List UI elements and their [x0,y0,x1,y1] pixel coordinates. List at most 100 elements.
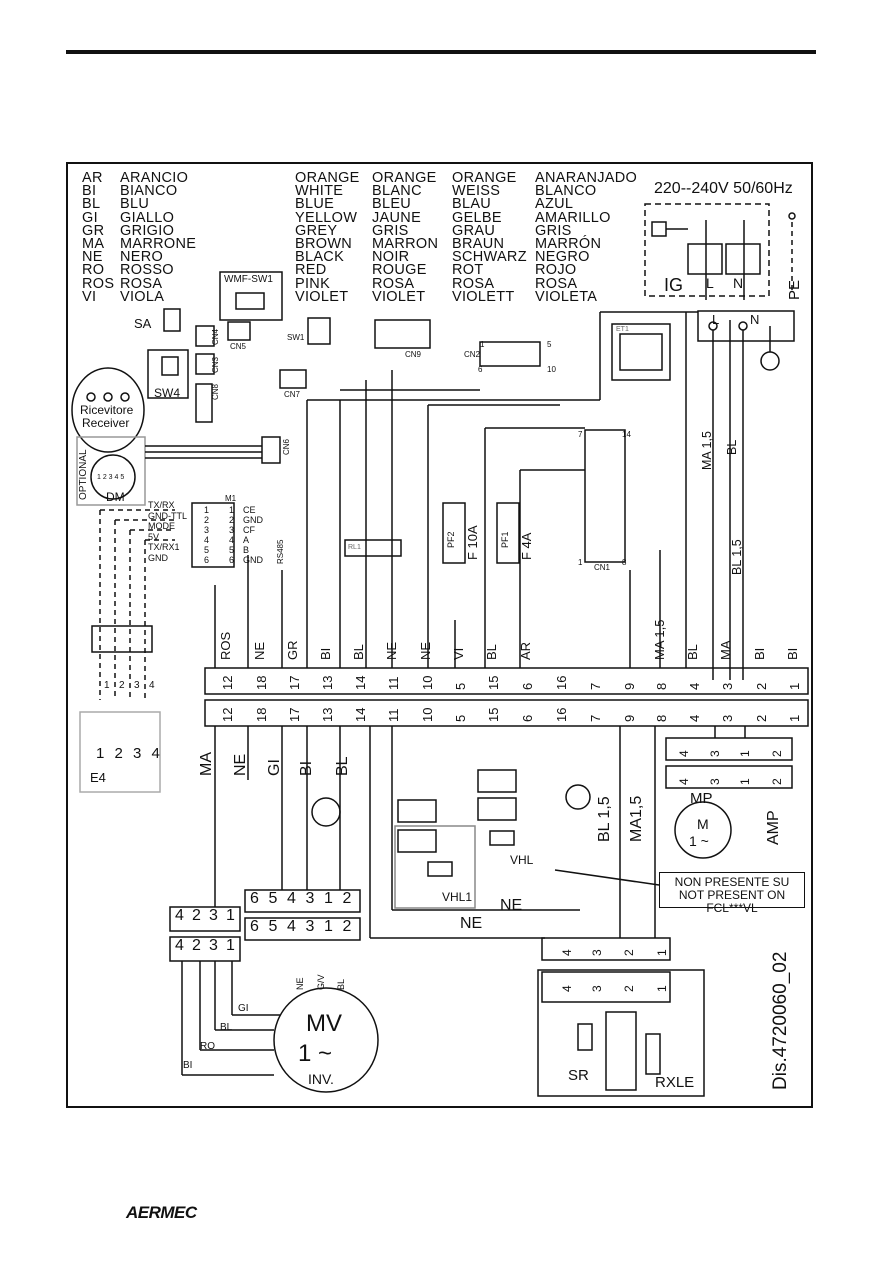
terminal-number: 15 [486,707,501,722]
terminal-number: 1 [787,714,802,722]
rs485-label: RS485 [276,539,285,564]
mv-top-pin: 1 [324,918,333,935]
mp-motor [674,801,732,859]
cn2-pin-1: 1 [480,340,485,349]
legend-french-entry: BLEU [372,196,412,213]
mv-wire-gi: GI [238,1003,249,1014]
cn8-connector [195,383,213,423]
sr-pin: 4 [560,949,574,956]
terminal-number: 7 [588,714,603,722]
legend-german-entry: BLAU [452,196,492,213]
e4-clamp [91,625,153,653]
legend-english-entry: GREY [295,222,338,239]
terminal-number: 3 [720,682,735,690]
terminal-number: 17 [287,675,302,690]
m1-pin-right: 4 [229,535,235,545]
legend-codes-entry: BL [82,196,101,213]
cn1-pin-8: 8 [622,558,627,567]
mv-top-pin: 4 [287,890,296,907]
terminal-number: 5 [453,714,468,722]
m1-pin: 5 [204,545,210,555]
terminal-number: 13 [320,707,335,722]
terminal-number: 9 [622,714,637,722]
e4-dash-pin: 3 [134,680,140,691]
pf2-label: PF2 [446,531,456,548]
cn2-label: CN2 [464,350,481,359]
legend-italian-entry: BIANCO [120,183,178,200]
mv-wire-gv: G/V [316,974,326,990]
terminal-number: 16 [554,675,569,690]
mv-phase: 1 ~ [298,1040,333,1067]
legend-french-entry: VIOLET [372,288,426,305]
legend-spanish-entry: NEGRO [535,249,590,266]
wmf-label: WMF-SW1 [224,274,273,285]
m1-pin: 3 [204,525,210,535]
legend-codes-entry: MA [82,235,105,252]
cn2-pin-10: 10 [547,365,556,374]
mv-block-pin: 4 [175,937,184,954]
sr-strip [605,1011,637,1091]
m1-right-label: GND [243,555,263,565]
vhl1-relay-top [397,799,437,823]
switch-pole-l [687,243,723,275]
legend-italian-entry: MARRONE [120,235,197,252]
wire-ne-b: NE [460,915,483,932]
terminal-wire-label: BL [685,644,700,660]
sr-sensor [577,1023,593,1051]
cn6-label: CN6 [282,438,291,455]
vhl1-label: VHL1 [442,890,473,904]
m1-left-label: MODE [148,521,175,531]
legend-german-entry: ROSA [452,275,495,292]
legend-codes-entry: RO [82,262,105,279]
sr-pin: 3 [590,985,604,992]
e4-label: E4 [90,770,106,785]
sr-terminal-top [541,937,671,961]
cn6-connector [261,436,281,464]
wire-bl15-mid: BL 1,5 [730,539,744,575]
mv-top-pin: 5 [268,890,278,907]
mp-pin: 2 [770,778,784,785]
dm-pins: 1 2 3 4 5 [97,474,125,481]
receiver-body [71,367,145,453]
f4a-label: F 4A [519,532,534,560]
cn9-label: CN9 [405,350,422,359]
cn7-connector [279,369,307,389]
m1-pin-right: 2 [229,515,235,525]
m1-label: M1 [225,494,237,503]
pf2-fuse [442,502,466,564]
terminal-wire-label: BI [752,647,767,660]
mp-label: MP [690,790,713,807]
supply-voltage: 220--240V 50/60Hz [654,180,793,197]
legend-codes-entry: GR [82,222,105,239]
cn2-pin-6: 6 [478,365,483,374]
terminal-number: 2 [754,714,769,722]
mv-block-top [169,906,241,932]
drawing-code: Dis.4720060_02 [770,951,791,1090]
legend-english-entry: RED [295,262,327,279]
cn2-connector [479,341,541,367]
m1-right-label: CF [243,525,255,535]
mv-block-pin: 3 [209,937,218,954]
legend-german-entry: SCHWARZ [452,249,527,266]
wmf-sw1-box [219,271,283,321]
wire-ma15-upper: MA 1,5 [700,431,714,470]
m1-left-label: GND-TTL [148,510,187,521]
terminal-wire-label: NE [384,641,399,660]
vhl-label: VHL [510,853,534,867]
switch-n-label: N [733,275,744,291]
legend-english-entry: WHITE [295,183,344,200]
legend-french-entry: BLANC [372,183,422,200]
switch-pole-n [725,243,761,275]
legend-spanish-entry: AZUL [535,196,574,213]
cn5-connector [227,321,251,341]
brand-logo: AERMEC [126,1203,197,1222]
receiver-label-en: Receiver [82,416,130,430]
terminal-wire-label: NE [252,641,267,660]
mv-block-pin: 2 [192,937,201,954]
sr-pin: 4 [560,985,574,992]
legend-german-entry: VIOLETT [452,288,515,305]
line-terminal [697,310,795,342]
terminal-wire-label: BL [484,644,499,660]
